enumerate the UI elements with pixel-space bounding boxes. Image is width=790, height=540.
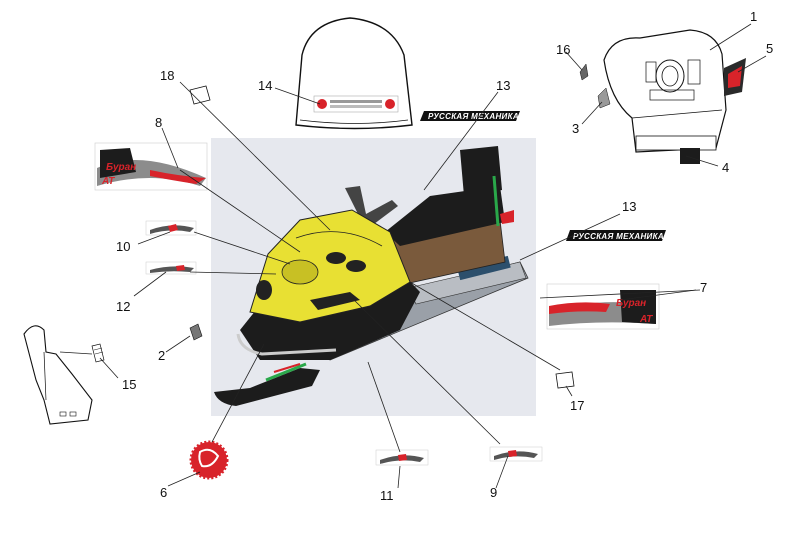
decal-part-4 xyxy=(680,148,700,164)
snowmobile-render xyxy=(211,138,536,416)
callout-13-right: 13 xyxy=(622,199,636,214)
callout-7: 7 xyxy=(700,280,707,295)
stripe-decal-9 xyxy=(489,446,543,462)
callout-3: 3 xyxy=(572,121,579,136)
callout-2: 2 xyxy=(158,348,165,363)
stripe-decal-12 xyxy=(145,261,197,275)
leader-lines xyxy=(59,23,767,489)
callout-4: 4 xyxy=(722,160,729,175)
callout-13-top: 13 xyxy=(496,78,510,93)
callout-17: 17 xyxy=(570,398,584,413)
side-decal-left-logo: Буран xyxy=(106,162,136,173)
heat-shield xyxy=(23,325,93,425)
callout-16: 16 xyxy=(556,42,570,57)
emblem-decal xyxy=(189,440,229,480)
side-decal-right-logo: Буран xyxy=(616,298,646,309)
dashboard-console xyxy=(603,29,727,153)
side-decal-right-suffix: АТ xyxy=(639,314,653,325)
side-decal-left-suffix: АТ xyxy=(101,176,115,187)
brand-decal-top: РУССКАЯ МЕХАНИКА xyxy=(420,111,520,121)
brand-decal-right: РУССКАЯ МЕХАНИКА xyxy=(566,230,666,241)
stripe-decal-11 xyxy=(375,449,429,466)
label-part-2 xyxy=(189,323,203,341)
label-part-18 xyxy=(189,85,211,105)
callout-1: 1 xyxy=(750,9,757,24)
callout-numbers: 1 2 3 4 5 6 7 8 9 10 11 12 13 13 14 15 1… xyxy=(116,9,773,503)
callout-5: 5 xyxy=(766,41,773,56)
heat-shield-sticker xyxy=(91,343,105,363)
callout-12: 12 xyxy=(116,299,130,314)
callout-18: 18 xyxy=(160,68,174,83)
callout-8: 8 xyxy=(155,115,162,130)
side-decal-left: Буран АТ xyxy=(94,142,208,191)
callout-6: 6 xyxy=(160,485,167,500)
label-part-17 xyxy=(555,371,575,389)
brand-decal-right-text: РУССКАЯ МЕХАНИКА xyxy=(573,232,664,241)
stripe-decal-10 xyxy=(145,220,197,236)
callout-10: 10 xyxy=(116,239,130,254)
callout-15: 15 xyxy=(122,377,136,392)
decal-part-16 xyxy=(579,63,589,81)
callout-11: 11 xyxy=(380,488,394,503)
side-decal-right: Буран АТ xyxy=(546,283,660,330)
callout-14: 14 xyxy=(258,78,272,93)
decal-part-5 xyxy=(724,58,746,96)
brand-decal-top-text: РУССКАЯ МЕХАНИКА xyxy=(428,112,519,121)
callout-9: 9 xyxy=(490,485,497,500)
windshield-decal xyxy=(313,95,399,113)
